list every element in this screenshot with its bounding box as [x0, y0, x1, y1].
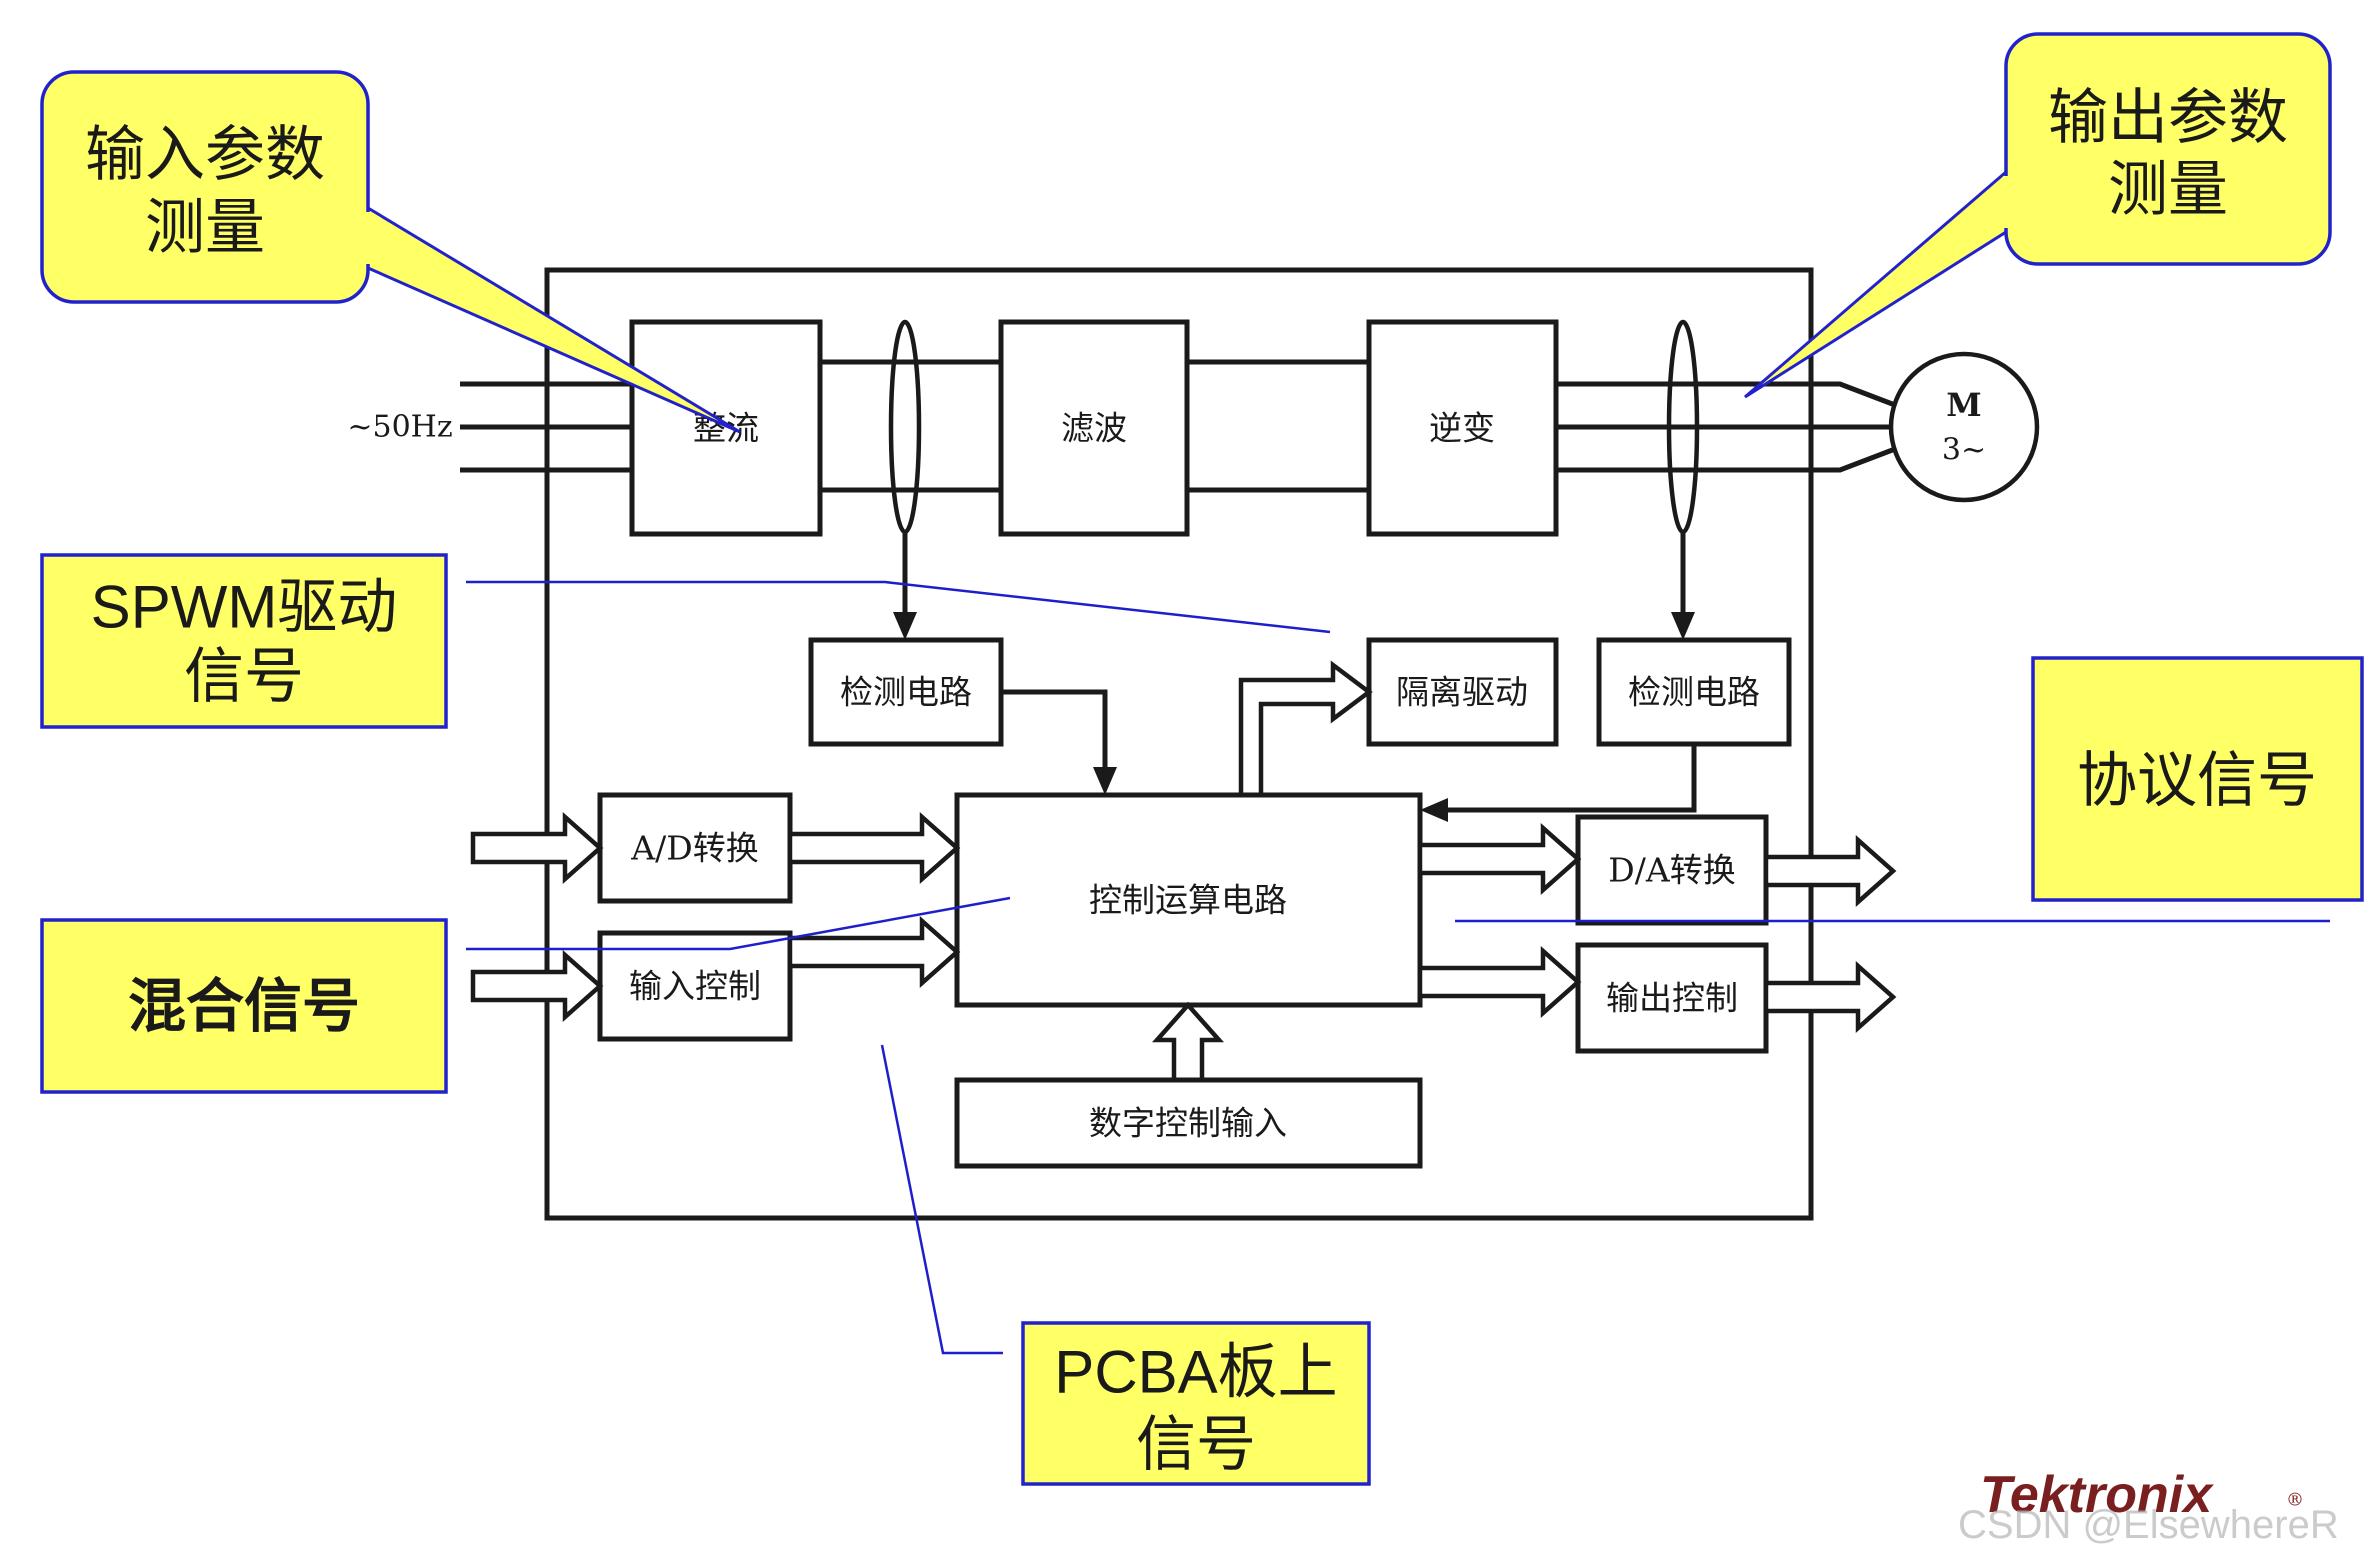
pcba-text-1: PCBA板上 [1054, 1339, 1337, 1406]
pcba-signal-callout [1021, 1321, 1371, 1486]
digital-input-block [954, 1077, 1423, 1169]
inverter-block [1366, 319, 1559, 537]
detect-circuit-left-block [808, 637, 1004, 747]
external-to-input-control-arrow [470, 950, 604, 1022]
input-measure-callout [40, 70, 370, 304]
spwm-text-2: 信号 [184, 642, 304, 712]
input-control-to-control-arrow [787, 916, 961, 988]
isolation-drive-label: 隔离驱动 [1396, 673, 1528, 712]
mixed-signal-callout [40, 918, 448, 1094]
board-frame [544, 267, 1814, 1221]
spwm-text-1: SPWM驱动 [91, 574, 398, 641]
inverter-label: 逆变 [1429, 409, 1495, 448]
spwm-leader-line [466, 580, 1331, 634]
input-measure-text-2: 测量 [145, 193, 265, 263]
control-compute-label: 控制运算电路 [1089, 881, 1287, 920]
input-measure-text-1: 输入参数 [85, 120, 325, 190]
tektronix-logo-mark: ® [2286, 1490, 2304, 1511]
protocol-signal-text: 协议信号 [2077, 746, 2317, 816]
input-control-label: 输入控制 [629, 967, 761, 1006]
output-control-label: 输出控制 [1606, 979, 1738, 1018]
sensor-feed-lines [893, 532, 1695, 640]
output-control-block [1575, 942, 1769, 1054]
motor-symbol [1888, 351, 2040, 503]
filter-block [998, 319, 1190, 537]
source-frequency-label: ~50Hz [347, 410, 452, 445]
filter-label: 滤波 [1061, 409, 1127, 448]
tektronix-logo: Tektronix [1980, 1466, 2214, 1524]
dc-bus-lines [820, 359, 1369, 493]
motor-phase: 3~ [1942, 433, 1986, 468]
control-to-da-arrow [1417, 823, 1582, 895]
spwm-signal-callout [40, 553, 448, 729]
rectifier-block [629, 319, 823, 537]
csdn-watermark: CSDN @ElsewhereR [1958, 1503, 2339, 1547]
detect-to-control-lines [1001, 689, 1697, 822]
digital-input-to-control-arrow [1152, 1001, 1224, 1083]
protocol-signal-callout [2031, 656, 2364, 902]
motor-letter: M [1946, 386, 1981, 424]
output-control-to-external-arrow [1763, 961, 1897, 1033]
output-power-lines [1556, 381, 1896, 473]
external-to-ad-arrow [470, 812, 604, 884]
control-to-output-control-arrow [1417, 946, 1582, 1018]
input-power-lines [460, 381, 632, 473]
isolation-drive-block [1366, 637, 1559, 747]
digital-input-label: 数字控制输入 [1089, 1104, 1287, 1143]
da-to-external-arrow [1763, 835, 1897, 907]
control-to-isolation-arrow [1238, 660, 1373, 798]
da-convert-block [1575, 814, 1769, 926]
output-measure-text-2: 测量 [2108, 155, 2228, 225]
mixed-signal-text: 混合信号 [128, 972, 360, 1040]
output-measure-callout [2004, 32, 2332, 266]
mixed-leader-line [466, 896, 1011, 951]
pcba-text-2: 信号 [1136, 1410, 1256, 1480]
da-convert-label: D/A转换 [1608, 851, 1735, 890]
detect-circuit-right-label: 检测电路 [1628, 673, 1760, 712]
detect-circuit-left-label: 检测电路 [840, 673, 972, 712]
ad-to-control-arrow [787, 812, 961, 884]
current-sensor-left [888, 319, 922, 535]
detect-circuit-right-block [1596, 637, 1792, 747]
pcba-leader-line [880, 1044, 1003, 1355]
control-compute-block [954, 792, 1423, 1008]
output-measure-text-1: 输出参数 [2048, 83, 2288, 153]
ad-convert-label: A/D转换 [630, 829, 758, 868]
